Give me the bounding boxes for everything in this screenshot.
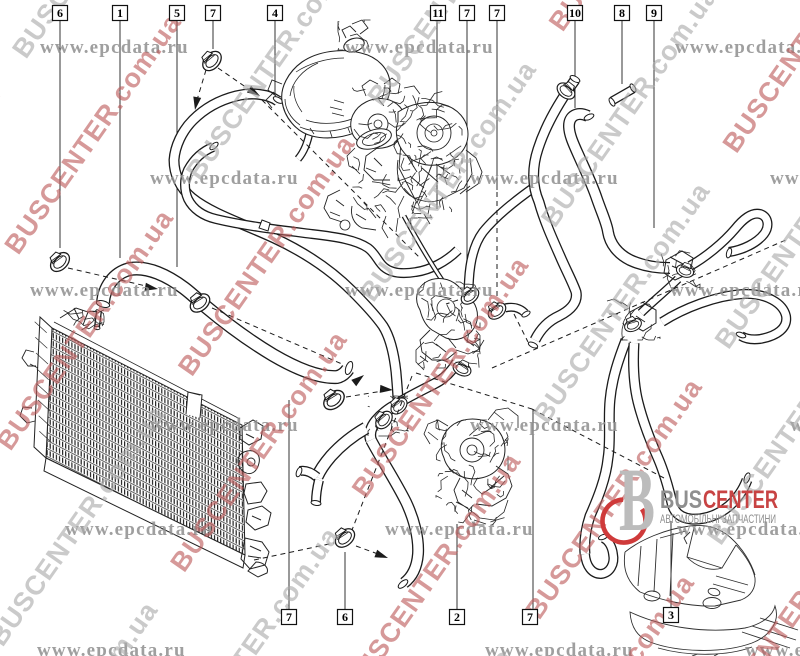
svg-text:www.epcdata.ru: www.epcdata.ru <box>470 168 619 189</box>
svg-text:2: 2 <box>454 610 460 624</box>
svg-text:www.epcdata.ru: www.epcdata.ru <box>40 37 189 58</box>
svg-text:6: 6 <box>342 610 348 624</box>
svg-text:7: 7 <box>527 610 533 624</box>
svg-text:7: 7 <box>494 6 500 20</box>
svg-text:7: 7 <box>210 6 216 20</box>
svg-text:www.epcdata.ru: www.epcdata.ru <box>745 640 800 656</box>
svg-text:www.epcdata.ru: www.epcdata.ru <box>150 415 299 436</box>
svg-text:3: 3 <box>668 608 674 622</box>
svg-text:7: 7 <box>286 610 292 624</box>
svg-text:5: 5 <box>174 6 180 20</box>
svg-text:4: 4 <box>272 6 278 20</box>
svg-text:B: B <box>619 451 655 550</box>
svg-text:www.epcdata.ru: www.epcdata.ru <box>677 519 800 540</box>
svg-text:BUS: BUS <box>660 486 702 514</box>
svg-text:CENTER: CENTER <box>703 486 778 514</box>
svg-text:www.epcdata.ru: www.epcdata.ru <box>37 640 186 656</box>
svg-text:www.epcdata.ru: www.epcdata.ru <box>770 168 800 189</box>
svg-text:www.epcdata.ru: www.epcdata.ru <box>470 415 619 436</box>
svg-text:www.epcdata.ru: www.epcdata.ru <box>670 280 800 301</box>
svg-text:www.epcdata.ru: www.epcdata.ru <box>345 37 494 58</box>
svg-text:www.epcdata.ru: www.epcdata.ru <box>485 640 634 656</box>
svg-text:1: 1 <box>117 6 123 20</box>
svg-text:9: 9 <box>651 6 657 20</box>
svg-text:7: 7 <box>464 6 470 20</box>
svg-text:www.epcdata.ru: www.epcdata.ru <box>675 37 800 58</box>
svg-text:6: 6 <box>57 6 63 20</box>
svg-text:www.epcdata.ru: www.epcdata.ru <box>345 280 494 301</box>
svg-text:АВТОМОБІЛЬНІ ЗАПЧАСТИНИ: АВТОМОБІЛЬНІ ЗАПЧАСТИНИ <box>660 514 776 526</box>
svg-text:www.epcdata.ru: www.epcdata.ru <box>385 519 534 540</box>
svg-text:www.epcdata.ru: www.epcdata.ru <box>30 280 179 301</box>
svg-text:11: 11 <box>432 6 443 20</box>
svg-text:www.epcdata.ru: www.epcdata.ru <box>150 168 299 189</box>
svg-text:www.epcdata.ru: www.epcdata.ru <box>790 415 800 436</box>
svg-text:8: 8 <box>619 6 625 20</box>
svg-text:10: 10 <box>569 6 581 20</box>
svg-text:www.epcdata.ru: www.epcdata.ru <box>65 519 214 540</box>
